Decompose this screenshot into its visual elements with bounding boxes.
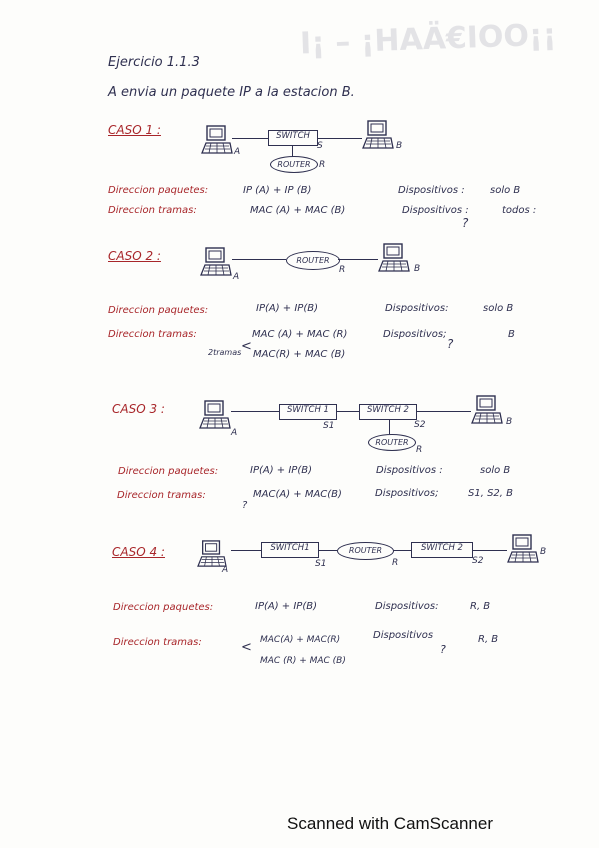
label-r: R (416, 445, 423, 455)
case1-frames-devices-label: Dispositivos : (402, 205, 469, 216)
computer-a-icon (200, 247, 232, 276)
exercise-title: Ejercicio 1.1.3 (108, 55, 200, 70)
case2-two-frames-note: 2tramas (208, 348, 242, 357)
label-s1: S1 (323, 421, 335, 431)
computer-b-icon (471, 395, 503, 424)
case3-frames-value: MAC(A) + MAC(B) (253, 489, 342, 500)
router-oval: ROUTER (286, 251, 340, 270)
case4-frames-devices-value: R, B (478, 634, 499, 645)
label-a: A (231, 428, 238, 438)
question-mark: ? (440, 643, 446, 656)
switch-box: SWITCH (268, 130, 318, 146)
case1-frames-devices-value: todos : (502, 205, 537, 216)
case1-frames-value: MAC (A) + MAC (B) (250, 205, 346, 216)
case1-packets-devices-value: solo B (490, 185, 521, 196)
label-r: R (339, 265, 346, 275)
case4-packets-value: IP(A) + IP(B) (255, 601, 318, 612)
case2-frames-value-1: MAC (A) + MAC (R) (252, 329, 348, 340)
case1-frames-label: Direccion tramas: (108, 205, 197, 216)
case3-title: CASO 3 : (112, 402, 165, 416)
computer-b-icon (362, 120, 394, 149)
label-a: A (222, 565, 229, 575)
label-s: S (317, 141, 323, 151)
label-s2: S2 (472, 556, 484, 566)
link-line (318, 138, 362, 139)
computer-a-icon (199, 400, 231, 429)
case3-frames-devices-value: S1, S2, B (468, 488, 513, 499)
case3-packets-value: IP(A) + IP(B) (250, 465, 313, 476)
link-line (231, 550, 261, 551)
case4-packets-label: Direccion paquetes: (113, 602, 214, 613)
link-line (473, 550, 507, 551)
case3-packets-label: Direccion paquetes: (118, 466, 219, 477)
case4-frames-devices-label: Dispositivos (373, 630, 434, 641)
link-line (231, 411, 279, 412)
case4-packets-devices-value: R, B (470, 601, 491, 612)
case2-frames-label: Direccion tramas: (108, 329, 197, 340)
link-line (232, 138, 268, 139)
case4-title: CASO 4 : (112, 545, 165, 559)
case2-frames-devices-value: B (508, 329, 515, 340)
case3-frames-devices-label: Dispositivos; (375, 488, 439, 499)
label-b: B (414, 264, 421, 274)
case2-packets-label: Direccion paquetes: (108, 305, 209, 316)
label-b: B (396, 141, 403, 151)
label-a: A (233, 272, 240, 282)
link-line (232, 259, 286, 260)
label-b: B (540, 547, 547, 557)
router-oval: ROUTER (368, 434, 416, 451)
case2-frames-value-2: MAC(R) + MAC (B) (253, 349, 346, 360)
link-line (338, 259, 378, 260)
brace-icon: < (241, 339, 252, 354)
link-line (417, 411, 471, 412)
case1-packets-label: Direccion paquetes: (108, 185, 209, 196)
bleed-through-text: I¡ – ¡HAÄ€IOO¡¡ (299, 17, 557, 62)
case1-packets-value: IP (A) + IP (B) (243, 185, 312, 196)
case4-frames-label: Direccion tramas: (113, 637, 202, 648)
case4-packets-devices-label: Dispositivos: (375, 601, 439, 612)
case2-frames-devices-label: Dispositivos; (383, 329, 447, 340)
router-oval: ROUTER (337, 542, 394, 560)
link-line (393, 550, 411, 551)
case2-packets-devices-value: solo B (483, 303, 514, 314)
case1-title: CASO 1 : (108, 123, 161, 137)
computer-a-icon (201, 125, 233, 154)
computer-b-icon (507, 534, 539, 563)
switch1-box: SWITCH 1 (279, 404, 337, 420)
case3-frames-label: Direccion tramas: (117, 490, 206, 501)
question-mark: ? (447, 337, 454, 351)
question-mark: ? (462, 216, 469, 230)
link-line (389, 420, 390, 434)
computer-a-icon (197, 540, 227, 567)
case2-packets-value: IP(A) + IP(B) (256, 303, 319, 314)
link-line (319, 550, 337, 551)
case3-packets-devices-value: solo B (480, 465, 511, 476)
label-r: R (319, 160, 326, 170)
brace-icon: < (241, 640, 252, 655)
case2-title: CASO 2 : (108, 249, 161, 263)
switch2-box: SWITCH 2 (359, 404, 417, 420)
case4-frames-value-2: MAC (R) + MAC (B) (260, 656, 346, 666)
computer-b-icon (378, 243, 410, 272)
label-a: A (234, 147, 241, 157)
link-line (292, 145, 293, 157)
case3-packets-devices-label: Dispositivos : (376, 465, 443, 476)
link-line (337, 411, 359, 412)
switch1-box: SWITCH1 (261, 542, 319, 558)
case1-packets-devices-label: Dispositivos : (398, 185, 465, 196)
label-s1: S1 (315, 559, 327, 569)
case2-packets-devices-label: Dispositivos: (385, 303, 449, 314)
question-mark: ? (242, 500, 248, 511)
switch2-box: SWITCH 2 (411, 542, 473, 558)
scanner-watermark: Scanned with CamScanner (287, 814, 494, 833)
label-b: B (506, 417, 513, 427)
label-r: R (392, 558, 399, 568)
exercise-statement: A envia un paquete IP a la estacion B. (108, 85, 355, 100)
router-oval: ROUTER (270, 156, 318, 173)
label-s2: S2 (414, 420, 426, 430)
case4-frames-value-1: MAC(A) + MAC(R) (260, 635, 341, 645)
